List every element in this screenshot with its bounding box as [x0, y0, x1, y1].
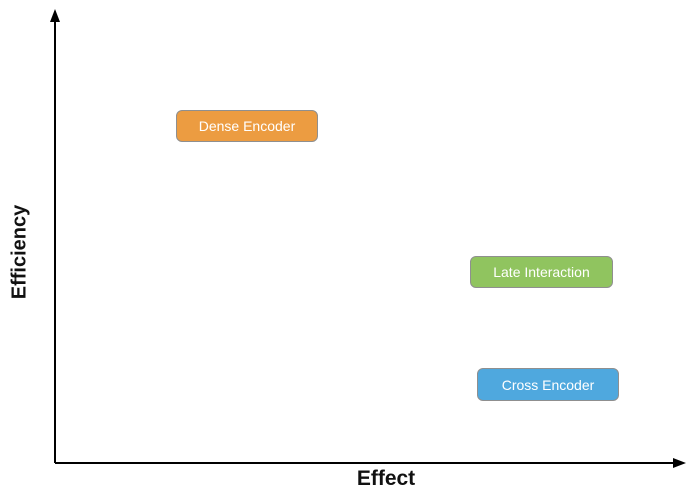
- y-axis-label: Efficiency: [8, 204, 31, 300]
- y-axis-arrowhead-icon: [50, 9, 60, 22]
- x-axis-label: Effect: [356, 467, 416, 490]
- x-axis-arrowhead-icon: [673, 458, 686, 468]
- node-dense-encoder: Dense Encoder: [176, 110, 318, 142]
- node-cross-encoder: Cross Encoder: [477, 368, 619, 401]
- node-late-interaction-label: Late Interaction: [493, 264, 590, 280]
- node-late-interaction: Late Interaction: [470, 256, 613, 288]
- node-dense-encoder-label: Dense Encoder: [198, 118, 296, 134]
- node-cross-encoder-label: Cross Encoder: [501, 376, 595, 393]
